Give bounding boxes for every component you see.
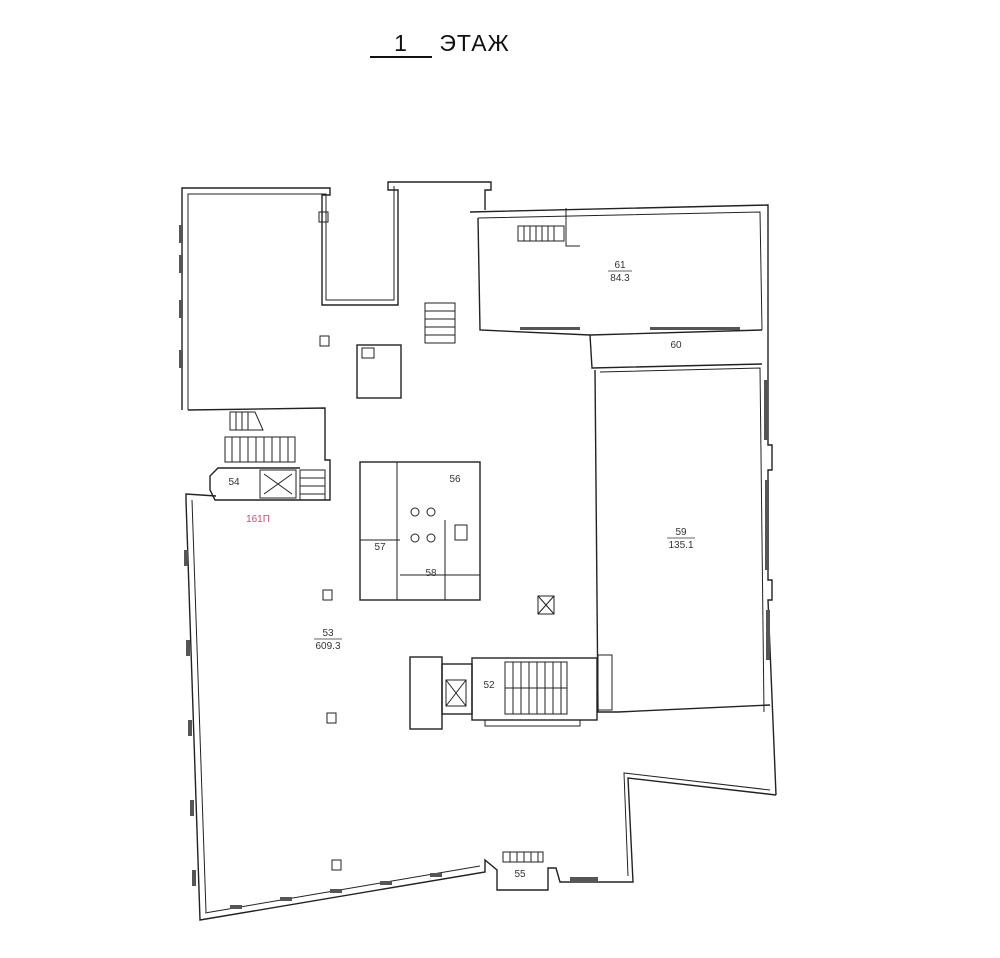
- room-56-number: 56: [449, 474, 461, 485]
- floor-label: ЭТАЖ: [439, 30, 510, 56]
- room-60-number: 60: [670, 340, 682, 351]
- room-52-number: 52: [483, 680, 495, 691]
- room-labels: 61 84.3 60 59 135.1 54 161П 56 57 58 53 …: [228, 260, 695, 880]
- columns: [318, 211, 342, 871]
- stair-55: [502, 851, 544, 863]
- room-58-number: 58: [425, 568, 437, 579]
- room-53-area: 609.3: [315, 641, 340, 652]
- wc-block: [359, 461, 481, 601]
- room-59-area: 135.1: [668, 540, 693, 551]
- room-53-number: 53: [322, 628, 334, 639]
- floor-number: 1: [370, 30, 432, 58]
- section-code: 161П: [246, 514, 270, 525]
- room-55-number: 55: [514, 869, 526, 880]
- floor-title: 1 ЭТАЖ: [370, 30, 510, 58]
- room-59-number: 59: [675, 527, 687, 538]
- room-57-number: 57: [374, 542, 386, 553]
- outer-walls: [181, 181, 777, 921]
- room-54-number: 54: [228, 477, 240, 488]
- windows: [179, 225, 770, 909]
- room-61-number: 61: [614, 260, 626, 271]
- elevator-core: [409, 595, 613, 730]
- room-61-area: 84.3: [610, 273, 630, 284]
- shaft: [356, 344, 402, 399]
